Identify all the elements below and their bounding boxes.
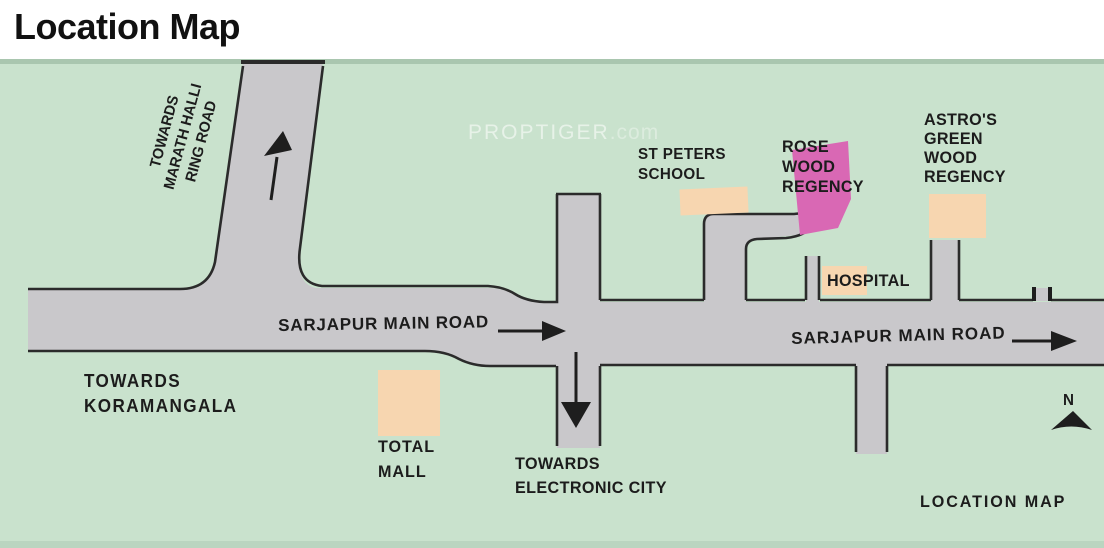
road-south-branch <box>856 366 887 454</box>
border-vertical-road-lower <box>555 366 602 446</box>
label-north: N <box>1063 392 1074 409</box>
border-left-road-bottom <box>28 349 556 368</box>
building-st-peters-school <box>679 186 749 216</box>
building-total-mall <box>378 370 440 436</box>
label-sarjapur-main-road-west: SARJAPUR MAIN ROAD <box>278 312 490 335</box>
road-greenwood-access <box>931 240 959 302</box>
building-rose-wood-regency <box>792 141 851 235</box>
right-arrow-icon-2 <box>1051 331 1077 351</box>
label-towards-koramangala: TOWARDS KORAMANGALA <box>84 371 238 416</box>
border-south-branch <box>854 366 889 452</box>
border-marathalli-left <box>28 65 245 291</box>
label-total-mall: TOTAL MALL <box>378 437 436 481</box>
buildings-layer <box>378 186 986 436</box>
watermark-suffix: .com <box>609 121 660 144</box>
road-small-stub <box>1034 288 1050 301</box>
label-location-map: LOCATION MAP <box>920 492 1067 511</box>
border-greenwood-access <box>929 240 961 300</box>
border-hospital-lane <box>804 256 821 300</box>
roads-layer <box>28 62 1104 454</box>
label-towards-electronic-city: TOWARDS ELECTRONIC CITY <box>515 454 667 497</box>
stub-mark-right <box>1048 287 1052 301</box>
building-astros-green-wood-regency <box>929 194 986 238</box>
down-arrow-icon <box>561 402 591 428</box>
right-arrow-icon <box>542 321 566 341</box>
arrow-heads-layer <box>264 131 1092 430</box>
stub-mark-left <box>1032 287 1036 301</box>
page-title: Location Map <box>14 6 241 47</box>
road-marathalli <box>196 62 323 288</box>
up-arrow-icon <box>264 131 292 156</box>
label-rose-wood-regency: ROSE WOOD REGENCY <box>782 137 864 196</box>
watermark: PROPTIGER.com <box>468 121 659 145</box>
road-electronic-city <box>557 193 600 448</box>
watermark-brand: PROPTIGER <box>468 121 610 144</box>
border-marathalli-right-and-island <box>297 65 559 304</box>
north-arrow-icon <box>1051 411 1092 430</box>
arrow-shafts-layer <box>269 156 1053 404</box>
label-st-peters-school: ST PETERS SCHOOL <box>638 146 726 183</box>
map-bottom-strip <box>0 541 1104 548</box>
label-astros-green-wood-regency: ASTRO'S GREEN WOOD REGENCY <box>924 110 1006 186</box>
road-school-branch <box>704 198 830 302</box>
label-hospital: HOSPITAL <box>827 271 910 290</box>
road-hospital-lane <box>806 256 819 302</box>
road-borders-layer <box>28 60 1104 452</box>
map-top-strip <box>0 59 1104 64</box>
north-road-arrow-shaft <box>269 156 279 201</box>
building-hospital <box>822 266 867 295</box>
